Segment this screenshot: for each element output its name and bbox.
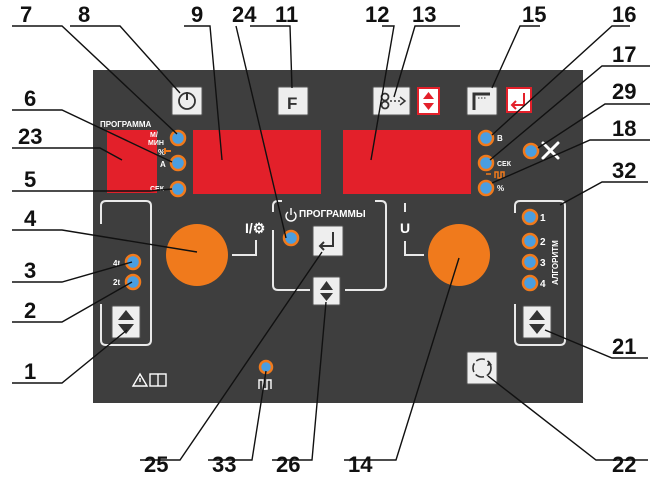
callout-18: 18 xyxy=(612,116,636,141)
callout-5: 5 xyxy=(24,167,36,192)
led-algorithm-1 xyxy=(521,208,539,226)
callout-33: 33 xyxy=(212,452,236,477)
up-down-indicator xyxy=(417,87,440,115)
callout-13: 13 xyxy=(412,2,436,27)
programs-title: ПРОГРАММЫ xyxy=(299,209,366,220)
current-knob-label: I/⚙ xyxy=(245,220,265,236)
callout-24: 24 xyxy=(232,2,257,27)
led-sec-left xyxy=(169,180,187,198)
unit-mmin-label-2: МИН xyxy=(148,140,164,147)
led-settings xyxy=(522,142,540,160)
callout-6: 6 xyxy=(24,86,36,111)
callout-14: 14 xyxy=(348,452,373,477)
algorithm-select-button[interactable] xyxy=(522,305,552,339)
knob-left-bracket xyxy=(232,240,257,256)
torch-button[interactable] xyxy=(466,86,498,116)
callout-32: 32 xyxy=(612,158,636,183)
callout-21: 21 xyxy=(612,334,636,359)
unit-sec-right-label: СЕК xyxy=(497,161,512,168)
callout-3: 3 xyxy=(24,258,36,283)
callout-8: 8 xyxy=(78,2,90,27)
flag-mark-icon xyxy=(164,148,171,154)
led-percent xyxy=(169,154,187,172)
power-small-icon xyxy=(285,208,297,222)
leader-lines xyxy=(12,25,650,461)
led-program xyxy=(282,229,300,247)
callout-4: 4 xyxy=(24,206,37,231)
callout-22: 22 xyxy=(612,452,636,477)
led-mode-2t xyxy=(124,273,142,291)
current-knob[interactable] xyxy=(166,224,228,286)
program-select-button[interactable] xyxy=(312,276,341,306)
mode-frame xyxy=(100,200,152,346)
f-button-label: F xyxy=(287,94,297,113)
led-mmin xyxy=(169,129,187,147)
voltage-knob[interactable] xyxy=(428,224,490,286)
callout-12: 12 xyxy=(365,2,389,27)
program-enter-button[interactable] xyxy=(312,225,344,257)
pulse-mark-icon xyxy=(486,171,505,179)
callout-1: 1 xyxy=(24,359,36,384)
f-button[interactable]: F xyxy=(277,86,309,116)
led-sec-right xyxy=(477,154,495,172)
callout-26: 26 xyxy=(276,452,300,477)
warning-manual-icon xyxy=(131,372,167,387)
algorithm-1-label: 1 xyxy=(540,213,546,224)
callout-16: 16 xyxy=(612,2,636,27)
voltage-knob-label: U xyxy=(400,220,410,236)
unit-mmin-label: М/ xyxy=(150,132,158,139)
reset-button[interactable] xyxy=(466,351,498,385)
knob-right-bracket xyxy=(404,241,424,256)
callout-25: 25 xyxy=(144,452,168,477)
callout-11: 11 xyxy=(275,2,298,27)
led-algorithm-3 xyxy=(521,253,539,271)
algorithm-title: АЛГОРИТМ xyxy=(551,240,560,285)
algorithm-frame xyxy=(514,200,566,346)
callout-2: 2 xyxy=(24,298,36,323)
unit-percent-right-label: % xyxy=(497,184,504,193)
unit-percent-label: % xyxy=(158,148,165,157)
callout-23: 23 xyxy=(18,124,42,149)
callout-29: 29 xyxy=(612,79,636,104)
main-display-right xyxy=(343,130,471,194)
led-volt xyxy=(477,129,495,147)
wire-feed-button[interactable] xyxy=(372,86,411,116)
program-display xyxy=(107,130,157,193)
program-display-caption: ПРОГРАММА xyxy=(100,120,151,129)
unit-amp-label: А xyxy=(160,160,166,169)
algorithm-3-label: 3 xyxy=(540,258,546,269)
callout-7: 7 xyxy=(20,2,32,27)
callout-15: 15 xyxy=(522,2,546,27)
main-display-left xyxy=(193,130,321,194)
mode-4t-label: 4t xyxy=(113,259,120,268)
mode-2t-label: 2t xyxy=(113,278,120,287)
power-button[interactable] xyxy=(171,86,203,116)
led-algorithm-4 xyxy=(521,274,539,292)
mode-select-button[interactable] xyxy=(111,305,141,339)
led-algorithm-2 xyxy=(521,232,539,250)
algorithm-2-label: 2 xyxy=(540,237,546,248)
algorithm-4-label: 4 xyxy=(540,279,546,290)
callout-17: 17 xyxy=(612,42,636,67)
callout-9: 9 xyxy=(191,2,203,27)
unit-volt-label: В xyxy=(497,134,503,143)
led-percent-right xyxy=(477,179,495,197)
pulse-icon xyxy=(258,379,272,390)
callout-numbers: 7 8 9 24 11 12 13 15 16 17 29 18 6 23 5 … xyxy=(18,2,636,477)
enter-indicator xyxy=(506,87,532,113)
led-mode-4t xyxy=(124,253,142,271)
unit-sec-left-label: СЕК xyxy=(150,186,165,193)
